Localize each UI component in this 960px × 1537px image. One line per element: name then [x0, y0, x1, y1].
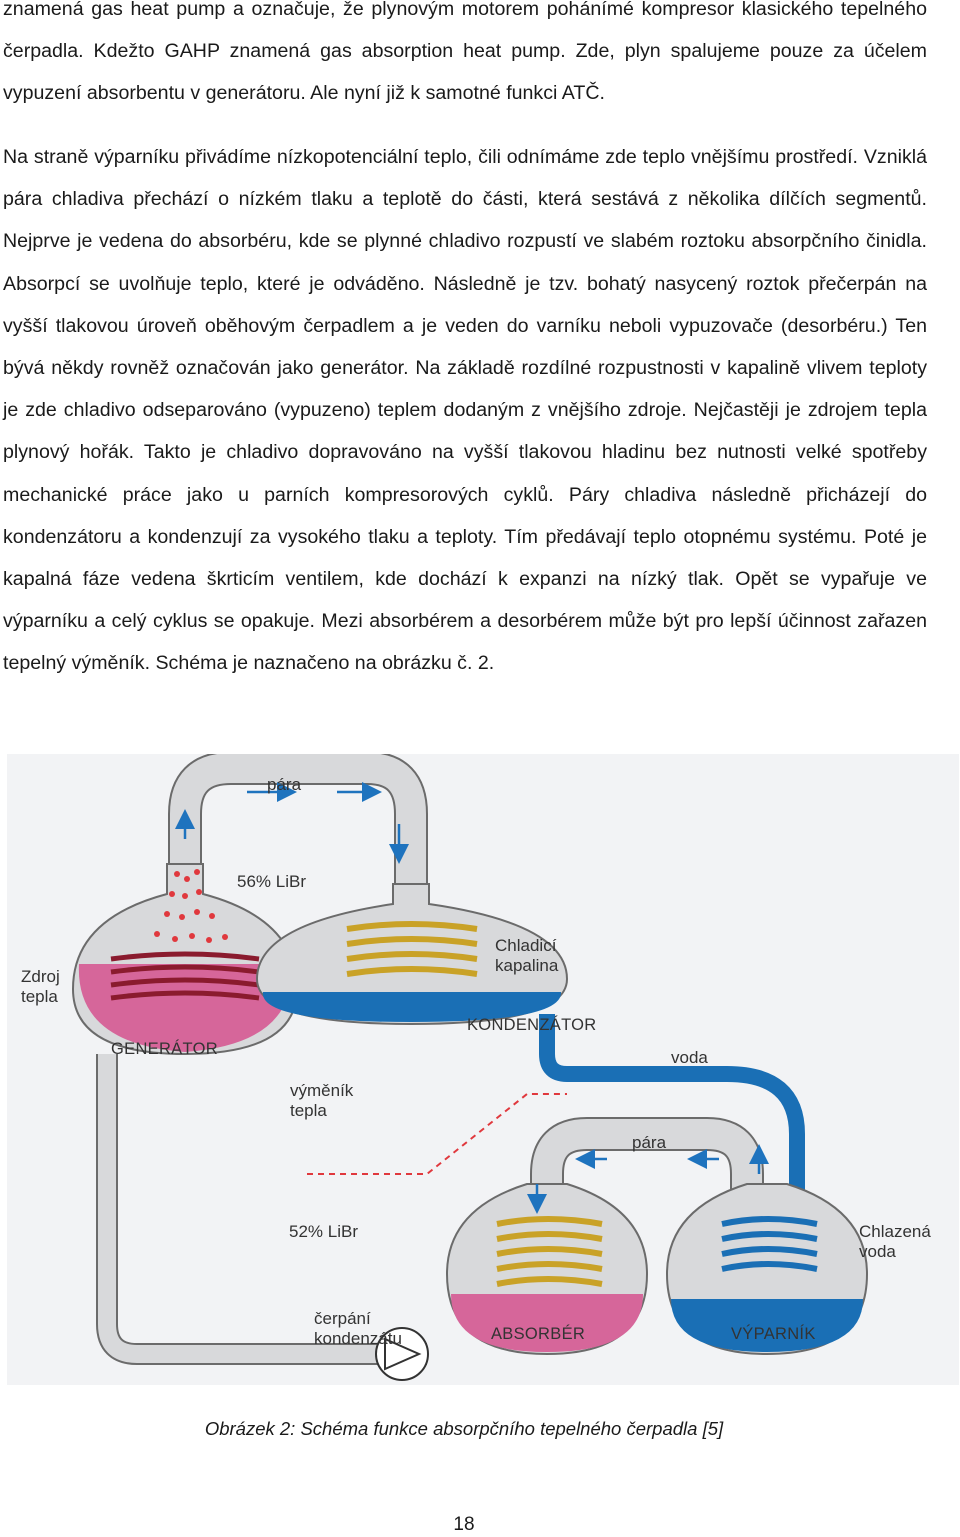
label-libr52: 52% LiBr: [289, 1222, 358, 1241]
pump-icon: [375, 1327, 429, 1381]
paragraph-intro: znamená gas heat pump a označuje, že ply…: [3, 0, 927, 105]
label-chlazena-1: Chlazená: [859, 1222, 931, 1241]
flow-arrows: [175, 782, 769, 1214]
absorber-vessel: [445, 1183, 649, 1356]
generator-heating-coil: [110, 951, 260, 1001]
absorber-coil: [496, 1216, 603, 1287]
condenser-vessel: [255, 883, 569, 1026]
evaporator-vessel: [665, 1183, 869, 1356]
label-chlazena-2: voda: [859, 1242, 896, 1261]
label-para-bottom: pára: [632, 1133, 667, 1152]
droplets-red: [154, 869, 228, 943]
paragraph-function: Na straně výparníku přivádíme nízkopoten…: [3, 146, 927, 675]
solution-pipe: [96, 1054, 427, 1365]
label-para-top: pára: [267, 775, 302, 794]
label-absorber: ABSORBÉR: [491, 1324, 585, 1343]
label-kondenzator: KONDENZÁTOR: [467, 1015, 597, 1034]
figure-caption: Obrázek 2: Schéma funkce absorpčního tep…: [204, 1418, 724, 1439]
absorption-heat-pump-diagram: pára 56% LiBr Chladicí kapalina Zdroj te…: [7, 754, 959, 1385]
page-number: 18: [453, 1514, 475, 1535]
condenser-coil: [346, 921, 478, 977]
label-vyparnik: VÝPARNÍK: [731, 1324, 816, 1343]
label-libr56: 56% LiBr: [237, 872, 306, 891]
label-vymenik-1: výměník: [290, 1081, 354, 1100]
label-chladici-2: kapalina: [495, 956, 559, 975]
evaporator-coil: [721, 1216, 818, 1272]
label-vymenik-2: tepla: [290, 1101, 327, 1120]
heat-exchanger-line: [307, 1093, 567, 1175]
label-cerpadlo-2: kondenzátu: [314, 1329, 402, 1348]
label-zdroj-1: Zdroj: [21, 967, 60, 986]
label-cerpadlo-1: čerpání: [314, 1309, 371, 1328]
label-zdroj-2: tepla: [21, 987, 58, 1006]
label-generator: GENERÁTOR: [111, 1039, 218, 1058]
label-chladici-1: Chladicí: [495, 936, 557, 955]
generator-vessel: [71, 863, 299, 1056]
label-voda: voda: [671, 1048, 708, 1067]
water-pipe: [539, 1014, 805, 1224]
